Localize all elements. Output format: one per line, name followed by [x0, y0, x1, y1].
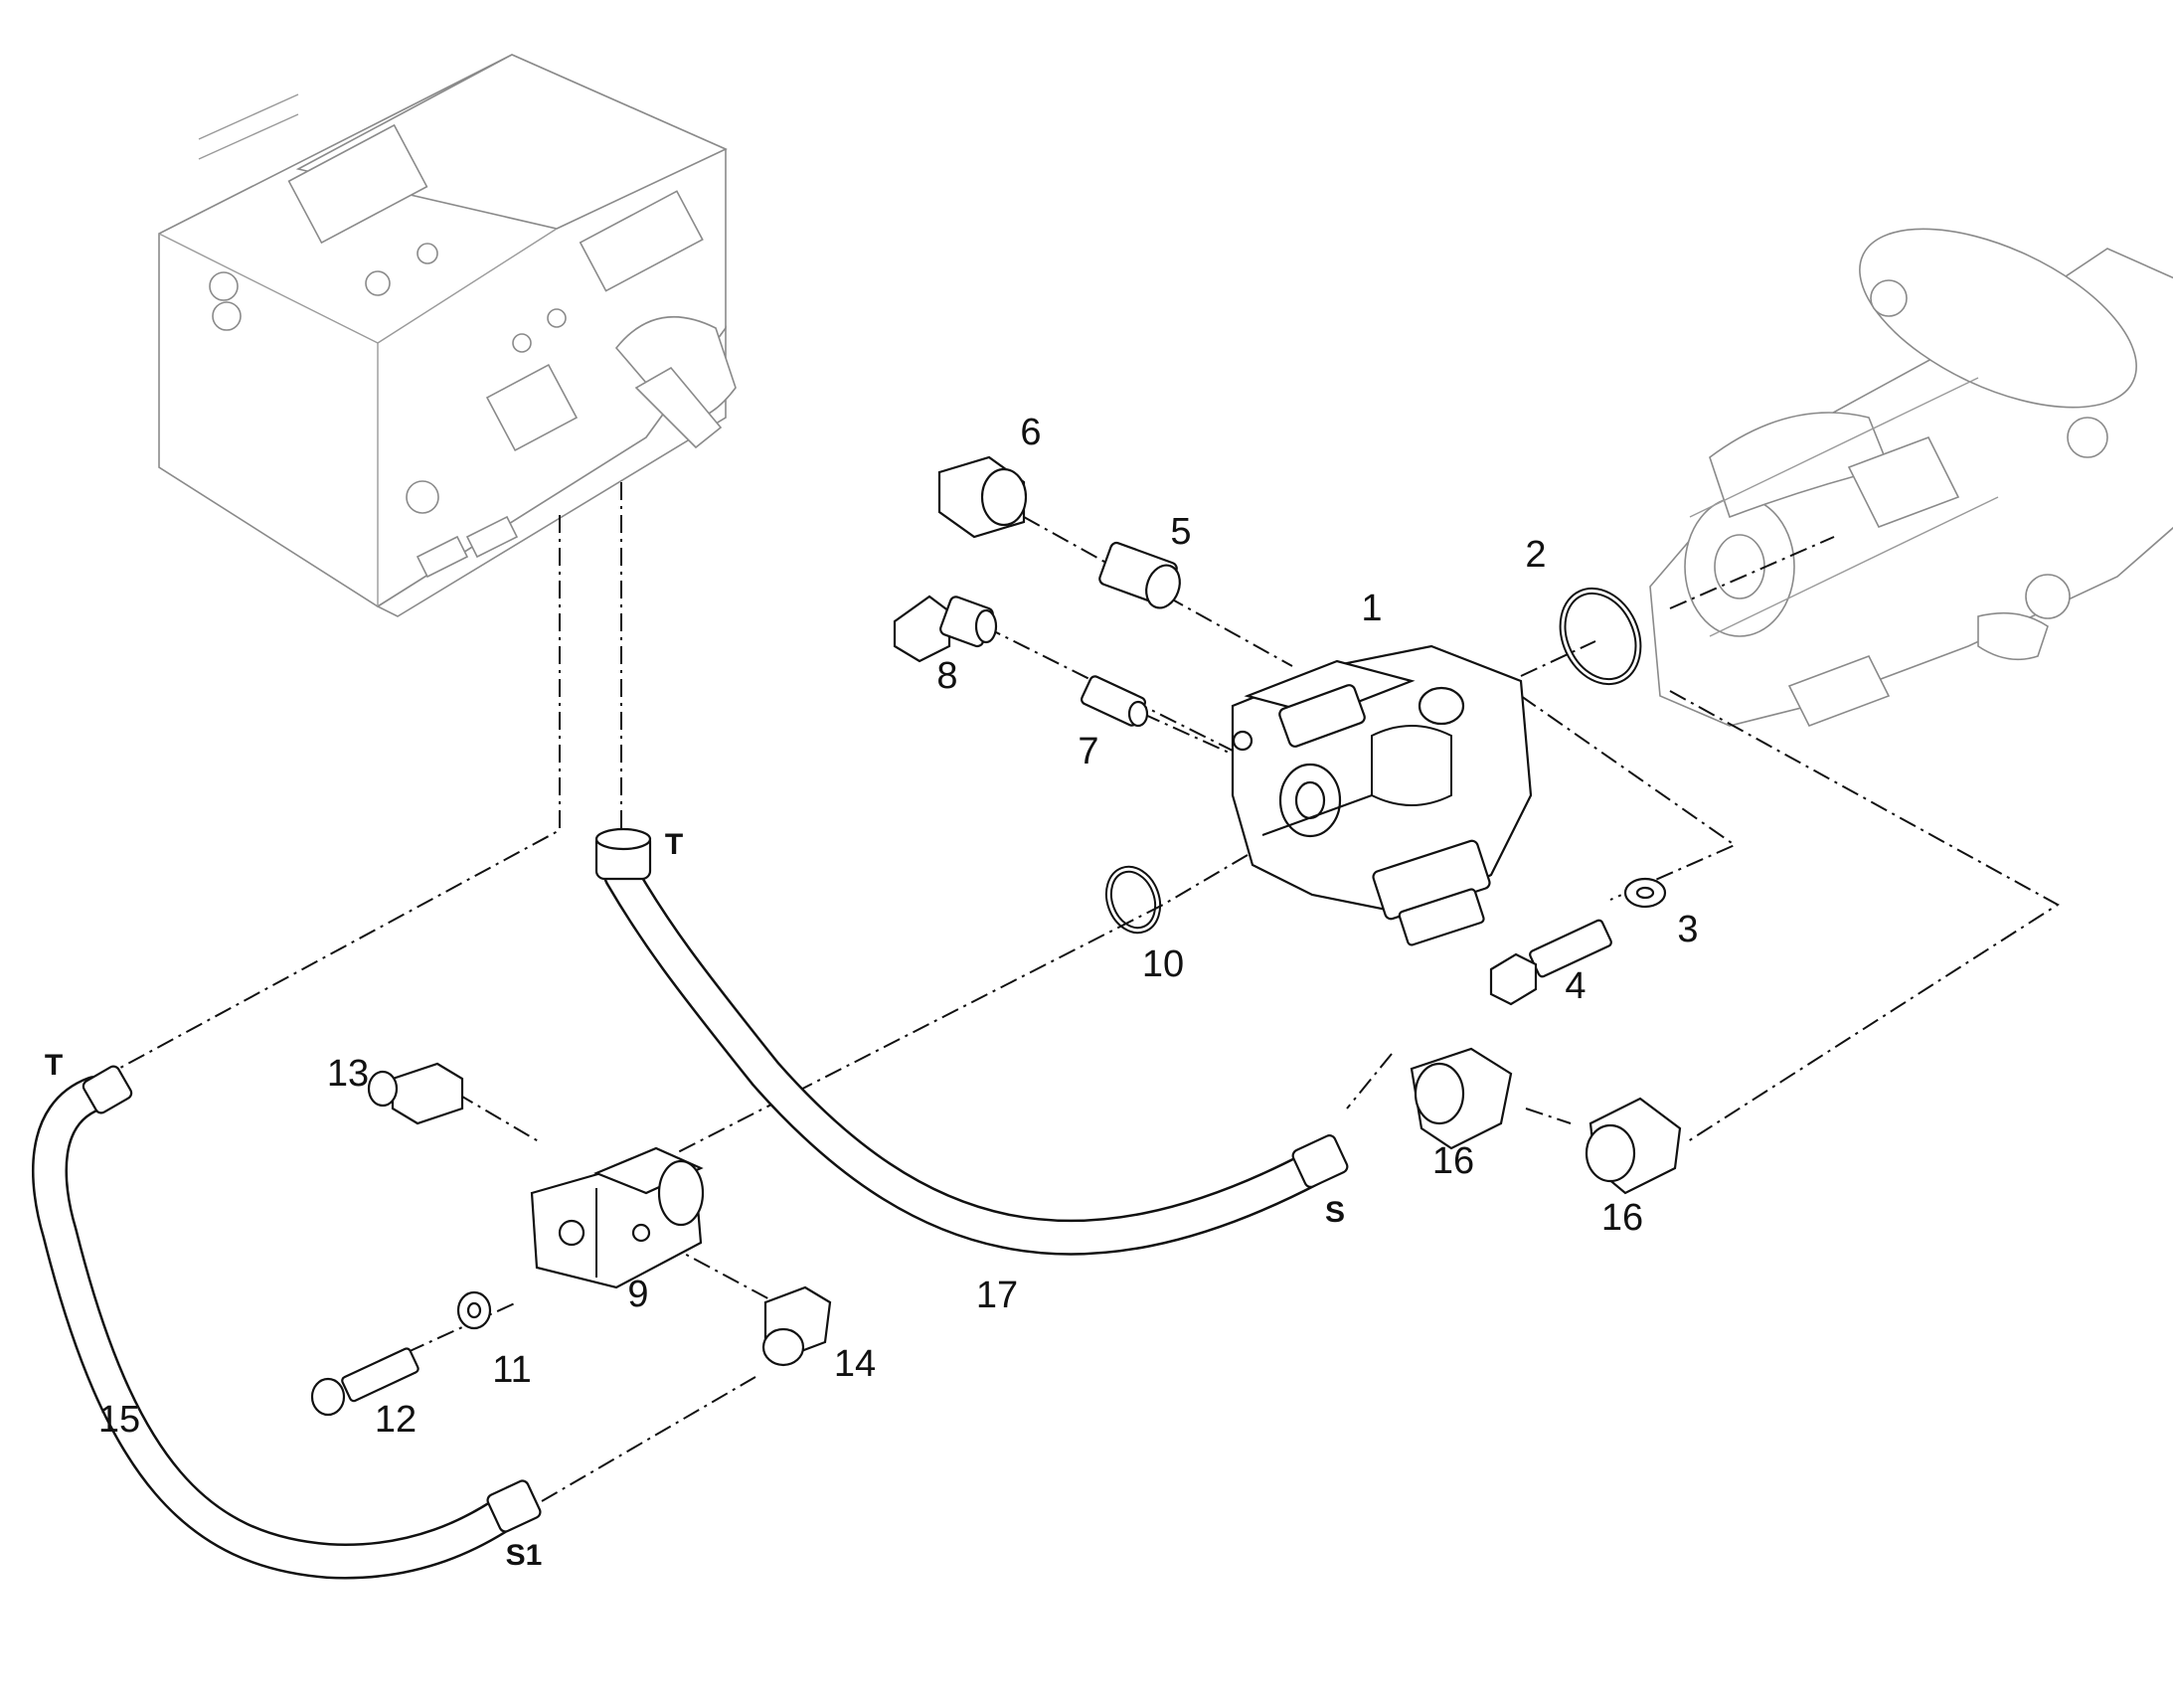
washer-11 [456, 1290, 492, 1330]
port-label-t-left: T [44, 1049, 64, 1082]
flange-13 [367, 1062, 464, 1125]
callout-7: 7 [1078, 731, 1099, 772]
callout-2: 2 [1525, 534, 1547, 576]
flange-14 [761, 1285, 832, 1367]
bolt-12 [310, 1347, 419, 1417]
callout-4: 4 [1565, 965, 1587, 1007]
bolt-4 [1489, 919, 1612, 1006]
elbow-16-a [1410, 1047, 1513, 1150]
transmission-assembly [1649, 228, 2173, 728]
hose-17 [594, 827, 1349, 1256]
o-ring-2 [1559, 587, 1642, 686]
callout-13: 13 [326, 1053, 370, 1095]
fitting-5 [1098, 541, 1181, 609]
callout-16-b: 16 [1600, 1197, 1644, 1239]
callout-1: 1 [1361, 588, 1383, 629]
callout-11: 11 [492, 1349, 532, 1391]
gear-pump-9 [530, 1146, 705, 1289]
callout-10: 10 [1141, 943, 1185, 985]
callout-12: 12 [374, 1399, 418, 1441]
callout-6: 6 [1020, 412, 1042, 453]
tank-frame-assembly [158, 54, 737, 617]
hose-15 [32, 1065, 542, 1580]
callout-15: 15 [97, 1399, 141, 1441]
callout-3: 3 [1677, 909, 1699, 950]
fitting-6 [937, 455, 1028, 539]
elbow-8 [893, 595, 998, 663]
port-label-s: S [1324, 1196, 1346, 1229]
port-label-s1: S1 [505, 1539, 543, 1572]
callout-14: 14 [833, 1343, 877, 1385]
callout-5: 5 [1170, 511, 1192, 553]
callout-8: 8 [936, 655, 958, 697]
port-label-t-upper: T [664, 828, 684, 861]
main-pump [1231, 644, 1533, 946]
callout-9: 9 [627, 1274, 649, 1315]
fitting-7 [1081, 675, 1149, 728]
elbow-16-b [1585, 1097, 1682, 1195]
callout-17: 17 [975, 1275, 1019, 1316]
washer-3 [1623, 877, 1667, 909]
callout-16-a: 16 [1431, 1140, 1475, 1182]
o-ring-10 [1104, 865, 1162, 935]
